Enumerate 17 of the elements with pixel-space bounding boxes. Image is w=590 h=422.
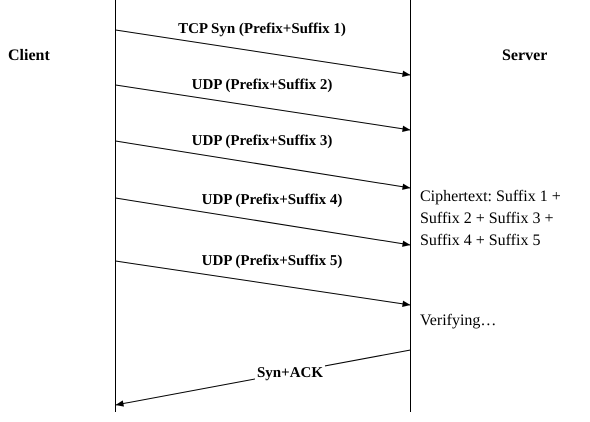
message-arrow (115, 140, 411, 190)
edge-label: UDP (Prefix+Suffix 5) (200, 252, 344, 270)
participant-label: Client (8, 47, 50, 65)
lifeline (115, 0, 116, 412)
edge-label: Syn+ACK (254, 364, 326, 382)
edge-label: TCP Syn (Prefix+Suffix 1) (176, 20, 348, 38)
message-arrow (115, 260, 411, 307)
edge-label: UDP (Prefix+Suffix 3) (190, 132, 334, 150)
lifeline (410, 0, 411, 412)
note-text: Ciphertext: Suffix 1 + Suffix 2 + Suffix 3 + Suffix 4 + Suffix 5 (420, 187, 562, 251)
message-arrow (115, 84, 411, 132)
message-arrow (115, 198, 411, 247)
participant-label: Server (502, 47, 548, 65)
message-arrow (115, 30, 411, 77)
edge-label: UDP (Prefix+Suffix 2) (190, 76, 334, 94)
note-text: Verifying… (420, 311, 498, 331)
edge-label: UDP (Prefix+Suffix 4) (200, 191, 344, 209)
